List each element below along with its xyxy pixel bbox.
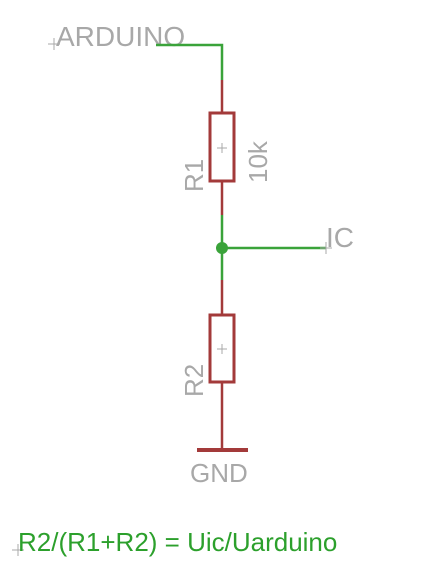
formula-text: R2/(R1+R2) = Uic/Uarduino	[18, 527, 337, 557]
resistor-r2: R2	[179, 280, 236, 450]
origin-cross-ic	[320, 242, 332, 254]
r1-value-label: 10k	[243, 140, 273, 183]
resistor-r1: R1 10k	[179, 80, 273, 215]
ic-net-label: IC	[326, 222, 354, 253]
gnd-label: GND	[190, 458, 248, 488]
r1-origin-cross	[217, 143, 227, 153]
arduino-net-label: ARDUINO	[56, 21, 185, 52]
origin-cross-arduino	[48, 38, 60, 50]
origin-cross-formula	[12, 544, 24, 556]
junction-dot	[216, 242, 228, 254]
arduino-wire	[156, 43, 224, 80]
r2-name-label: R2	[179, 364, 209, 397]
r2-origin-cross	[217, 344, 227, 354]
r1-name-label: R1	[179, 159, 209, 192]
